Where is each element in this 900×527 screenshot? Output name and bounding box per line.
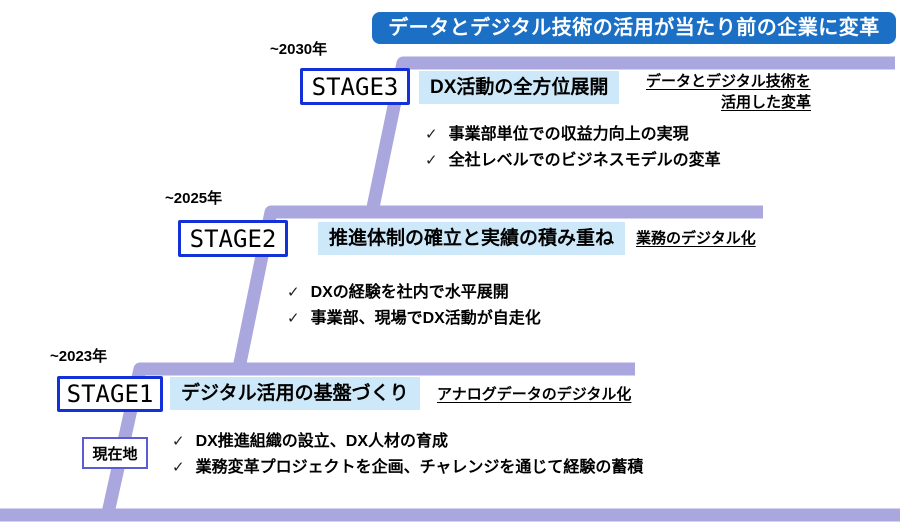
current-position-label: 現在地 [92,445,138,463]
stage3-headline: DX活動の全方位展開 [419,71,620,104]
check-icon: ✓ [172,459,185,476]
stage1-note-line1: アナログデータのデジタル化 [437,386,632,403]
step-line-stage2 [232,205,763,370]
bullet-text: DXの経験を社内で水平展開 [310,284,509,301]
stage2-note-line1: 業務のデジタル化 [636,230,756,247]
list-item: ✓ 全社レベルでのビジネスモデルの変革 [425,148,721,174]
stage3-note-line2: 活用した変革 [720,94,811,111]
stage1-box: STAGE1 [57,376,163,412]
list-item: ✓ DX推進組織の設立、DX人材の育成 [172,429,643,455]
list-item: ✓ 事業部単位での収益力向上の実現 [425,122,721,148]
stage3-label: STAGE3 [311,72,399,101]
stage3-box: STAGE3 [300,68,410,105]
bullet-text: 全社レベルでのビジネスモデルの変革 [448,152,721,169]
stage3-note-line1: データとデジタル技術を [646,73,811,90]
stage1-headline: デジタル活用の基盤づくり [170,377,420,410]
stage3-note: データとデジタル技術を 活用した変革 [646,70,811,112]
stage2-headline: 推進体制の確立と実績の積み重ね [318,222,626,255]
bullet-text: 業務変革プロジェクトを企画、チャレンジを通じて経験の蓄積 [195,459,644,476]
list-item: ✓ 事業部、現場でDX活動が自走化 [287,306,541,332]
bullet-text: 事業部単位での収益力向上の実現 [448,126,689,143]
check-icon: ✓ [425,126,438,143]
check-icon: ✓ [172,433,185,450]
bullet-text: DX推進組織の設立、DX人材の育成 [195,433,449,450]
stage2-label: STAGE2 [189,224,277,253]
step-line-stage3 [364,56,895,219]
goal-banner: データとデジタル技術の活用が当たり前の企業に変革 [372,12,896,44]
stage2-note: 業務のデジタル化 [636,227,756,248]
year-label-2030: ~2030年 [270,41,328,58]
stage1-label: STAGE1 [66,380,154,408]
year-label-2023: ~2023年 [50,348,108,365]
year-label-2025: ~2025年 [165,190,223,207]
stage2-box: STAGE2 [178,220,288,257]
check-icon: ✓ [287,310,300,327]
current-position-marker: 現在地 [82,437,148,469]
list-item: ✓ 業務変革プロジェクトを企画、チャレンジを通じて経験の蓄積 [172,455,643,481]
bullet-text: 事業部、現場でDX活動が自走化 [310,310,541,327]
list-item: ✓ DXの経験を社内で水平展開 [287,280,541,306]
stage2-bullets: ✓ DXの経験を社内で水平展開 ✓ 事業部、現場でDX活動が自走化 [287,280,541,332]
stage1-note: アナログデータのデジタル化 [437,383,631,404]
check-icon: ✓ [287,284,300,301]
stage3-bullets: ✓ 事業部単位での収益力向上の実現 ✓ 全社レベルでのビジネスモデルの変革 [425,122,721,174]
check-icon: ✓ [425,152,438,169]
stage1-bullets: ✓ DX推進組織の設立、DX人材の育成 ✓ 業務変革プロジェクトを企画、チャレン… [172,429,643,481]
